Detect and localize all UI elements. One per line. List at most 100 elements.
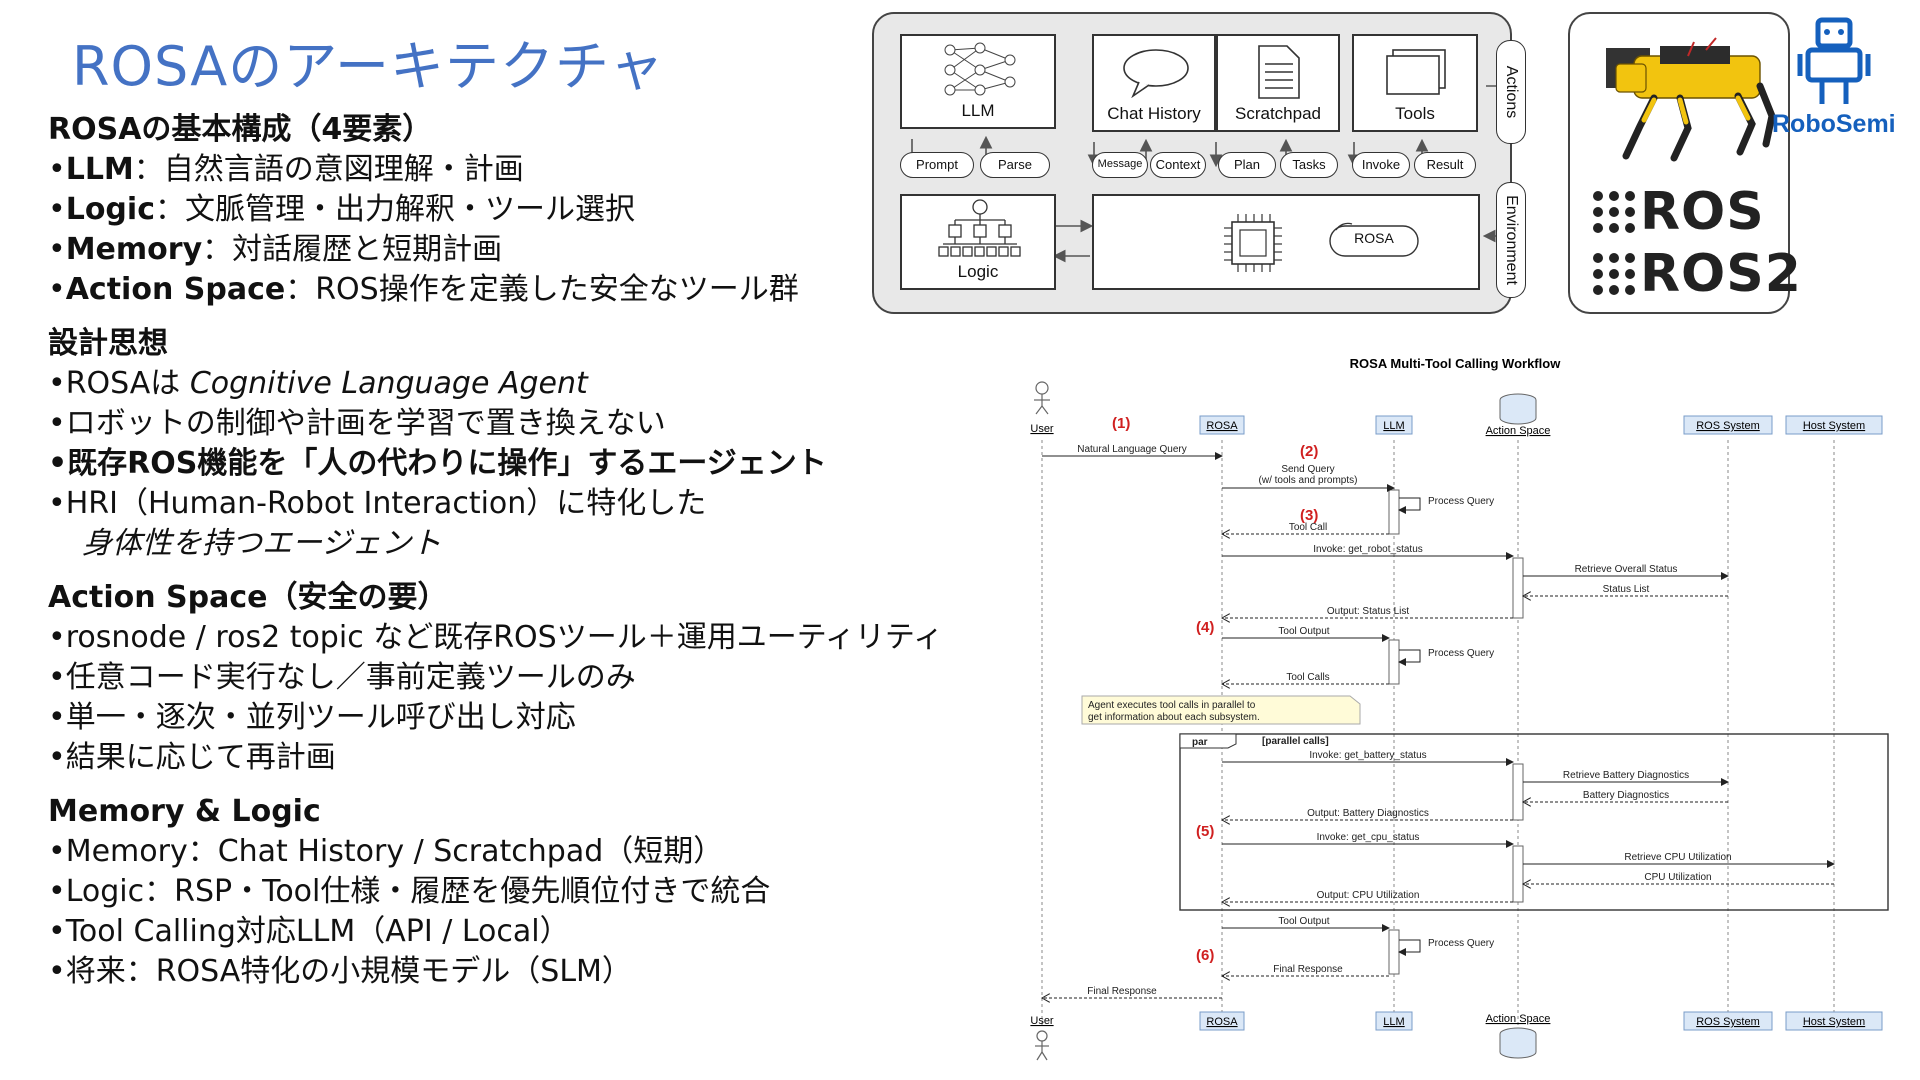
participant-llm: LLM	[1383, 420, 1404, 432]
step-6: (6)	[1196, 947, 1214, 964]
heading-action: Action Space（安全の要）	[48, 580, 448, 615]
step-numbers: (1) (2) (3) (4) (5) (6)	[1112, 415, 1318, 964]
memory-item-3: •Tool Calling対応LLM（API / Local）	[48, 914, 570, 949]
user-actor-icon	[1034, 381, 1050, 415]
pill-context: Context	[1150, 152, 1206, 178]
pill-result: Result	[1414, 152, 1476, 178]
heading-design: 設計思想	[48, 326, 168, 361]
tools-box: Tools	[1352, 34, 1478, 132]
scratchpad-box: Scratchpad	[1216, 34, 1340, 132]
ros2-dots-icon	[1593, 253, 1635, 295]
participant-action-space-bottom: Action Space	[1486, 1013, 1551, 1025]
action-item-4: •結果に応じて再計画	[48, 740, 336, 775]
basic-item-memory: •Memory：対話履歴と短期計画	[48, 232, 503, 267]
arrow-process-query-1	[1398, 497, 1421, 514]
robosemi-brand: RoboSemi	[1772, 110, 1896, 138]
text: HRI（Human-Robot Interaction）に特化した	[65, 486, 707, 521]
memory-item-1: •Memory：Chat History / Scratchpad（短期）	[48, 834, 724, 869]
note-line-2: get information about each subsystem.	[1088, 712, 1260, 723]
msg-send-query-2: (w/ tools and prompts)	[1259, 475, 1358, 486]
par-condition: [parallel calls]	[1262, 736, 1329, 747]
sequence-svg: ROSA Multi-Tool Calling Workflow User RO…	[1030, 356, 1889, 1061]
seq-title: ROSA Multi-Tool Calling Workflow	[1350, 356, 1562, 371]
desc: ：自然言語の意図理解・計画	[133, 152, 524, 187]
participant-host-system: Host System	[1803, 420, 1865, 432]
step-4: (4)	[1196, 619, 1214, 636]
pill-prompt: Prompt	[900, 152, 974, 178]
design-item-3: •既存ROS機能を「人の代わりに操作」するエージェント	[48, 446, 827, 481]
robot-dog-icon	[1606, 37, 1776, 162]
chat-history-box: Chat History	[1092, 34, 1216, 132]
pill-parse: Parse	[980, 152, 1050, 178]
par-tag	[1179, 733, 1237, 749]
robosemi-robot-icon	[1797, 17, 1871, 104]
participant-ros-system: ROS System	[1696, 420, 1760, 432]
msg-final-response-user: Final Response	[1087, 986, 1157, 997]
memory-item-4: •将来：ROSA特化の小規模モデル（SLM）	[48, 954, 632, 989]
ros-dots-icon	[1593, 191, 1635, 233]
par-label: par	[1192, 737, 1208, 748]
logic-label: Logic	[957, 262, 999, 281]
logic-box: Logic	[900, 194, 1056, 290]
speech-bubble-icon	[1123, 49, 1189, 98]
chip-icon	[1224, 214, 1282, 272]
heading-basic: ROSAの基本構成（4要素）	[48, 112, 433, 147]
ros-logo-text: ROS	[1640, 182, 1765, 242]
msg-status-list: Status List	[1603, 584, 1650, 595]
robot-ros-panel: ROS ROS2	[1568, 12, 1801, 314]
msg-process-query-3: Process Query	[1428, 938, 1494, 949]
term: LLM	[65, 152, 134, 187]
actions-pill: Actions	[1496, 40, 1526, 144]
text: 単一・逐次・並列ツール呼び出し対応	[65, 700, 576, 735]
user-actor-icon-bottom	[1035, 1030, 1049, 1061]
term: Action Space	[65, 272, 286, 307]
participant-user: User	[1030, 423, 1054, 435]
slide-title: ROSAのアーキテクチャ	[72, 35, 665, 98]
activation-bars	[1388, 489, 1524, 975]
rosa-core-box: ROSA	[1092, 194, 1480, 290]
text: 任意コード実行なし／事前定義ツールのみ	[65, 660, 636, 695]
action-item-2: •任意コード実行なし／事前定義ツールのみ	[48, 660, 636, 695]
action-item-1: •rosnode / ros2 topic など既存ROSツール＋運用ユーティリ…	[48, 620, 944, 655]
text-column: ROSAの基本構成（4要素） •LLM：自然言語の意図理解・計画 •Logic：…	[48, 110, 1028, 992]
msg-tool-call: Tool Call	[1289, 522, 1327, 533]
design-item-1: •ROSAは Cognitive Language Agent	[48, 366, 588, 401]
desc: ：ROS操作を定義した安全なツール群	[285, 272, 799, 307]
participant-llm-bottom: LLM	[1383, 1016, 1404, 1028]
msg-output-status: Output: Status List	[1327, 606, 1409, 617]
sequence-diagram: ROSA Multi-Tool Calling Workflow User RO…	[1010, 350, 1910, 1072]
msg-retrieve-overall: Retrieve Overall Status	[1575, 564, 1678, 575]
neural-network-icon	[944, 42, 1016, 96]
pill-message: Message	[1092, 152, 1148, 178]
text: Memory：Chat History / Scratchpad（短期）	[65, 834, 724, 869]
text: 既存ROS機能を「人の代わりに操作」するエージェント	[67, 446, 827, 481]
msg-process-query-2: Process Query	[1428, 648, 1494, 659]
actions-label: Actions	[1503, 65, 1520, 119]
msg-cpu-util: CPU Utilization	[1644, 872, 1711, 883]
pill-invoke: Invoke	[1352, 152, 1410, 178]
msg-final-response-llm: Final Response	[1273, 964, 1343, 975]
design-item-2: •ロボットの制御や計画を学習で置き換えない	[48, 406, 666, 441]
msg-retrieve-battery: Retrieve Battery Diagnostics	[1563, 770, 1689, 781]
environment-label: Environment	[1503, 195, 1520, 285]
action-space-db-icon	[1499, 393, 1537, 425]
rosa-core-label: ROSA	[1354, 230, 1394, 246]
arrow-process-query-3	[1398, 939, 1421, 956]
msg-tool-output-2: Tool Output	[1278, 916, 1329, 927]
step-3: (3)	[1300, 507, 1318, 524]
prefix: ROSAは	[65, 366, 190, 401]
ros2-logo-text: ROS2	[1640, 244, 1802, 304]
participant-user-bottom: User	[1030, 1015, 1054, 1027]
chat-history-label: Chat History	[1107, 104, 1201, 123]
msg-nlq: Natural Language Query	[1077, 444, 1187, 455]
step-5: (5)	[1196, 823, 1214, 840]
action-space-db-icon-bottom	[1499, 1027, 1537, 1059]
participant-ros-system-bottom: ROS System	[1696, 1016, 1760, 1028]
text: Tool Calling対応LLM（API / Local）	[65, 914, 570, 949]
msg-tool-calls: Tool Calls	[1286, 672, 1329, 683]
participant-action-space: Action Space	[1486, 425, 1551, 437]
participant-host-system-bottom: Host System	[1803, 1016, 1865, 1028]
text: Logic：RSP・Tool仕様・履歴を優先順位付きで統合	[65, 874, 771, 909]
italic-term: Cognitive Language Agent	[189, 366, 588, 401]
architecture-diagram: LLM Chat History Scratchpad Tools Prompt…	[872, 12, 1526, 314]
